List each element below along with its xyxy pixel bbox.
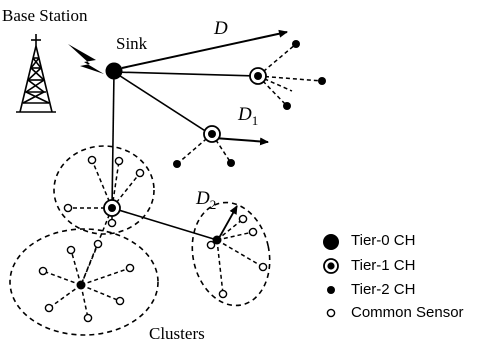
common-sensor: [83, 313, 93, 323]
distance-arrow-d1: [213, 137, 269, 146]
member-links: [42, 43, 323, 319]
sink-links: [111, 71, 259, 241]
distance-label-d1: D1: [238, 104, 258, 129]
tier2-ch: [76, 280, 86, 290]
common-sensor: [125, 263, 135, 273]
common-sensor: [238, 214, 248, 224]
distance-arrow-d: [121, 29, 288, 69]
common-sensor: [135, 168, 145, 178]
common-sensors: [38, 155, 268, 323]
legend-tier1-symbol: [323, 258, 339, 274]
common-sensor: [114, 156, 124, 166]
distance-arrow-d2: [218, 205, 238, 239]
cluster-boundaries: [9, 145, 271, 336]
legend-common-label: Common Sensor: [351, 304, 464, 321]
tier2-ch: [227, 159, 235, 167]
common-sensor: [206, 240, 216, 250]
common-sensor: [115, 296, 125, 306]
distance-label-d2: D2: [196, 188, 216, 213]
common-sensor: [248, 227, 258, 237]
cluster-boundary-right: [191, 201, 271, 307]
tier2-ch: [292, 40, 300, 48]
distance-label-d1-base: D: [238, 104, 252, 125]
legend-tier2-label: Tier-2 CH: [351, 281, 416, 298]
cluster-boundary-bottom-left: [9, 228, 159, 336]
wireless-link-icon: [68, 44, 104, 74]
legend-common-symbol: [326, 308, 336, 318]
legend-tier0-symbol: [323, 234, 339, 250]
common-sensor: [44, 303, 54, 313]
common-sensor: [218, 289, 228, 299]
distance-label-d-text: D: [214, 18, 228, 39]
tier1-ch: [249, 67, 267, 85]
distance-label-d2-base: D: [196, 188, 210, 209]
base-station-tower-icon: [16, 34, 56, 113]
common-sensor: [93, 239, 103, 249]
tier2-ch: [318, 77, 326, 85]
common-sensor: [38, 266, 48, 276]
tier2-cluster-heads: [76, 40, 326, 290]
base-station-label: Base Station: [2, 6, 88, 25]
common-sensor: [107, 218, 117, 228]
legend-tier0-label: Tier-0 CH: [351, 232, 416, 249]
clusters-label: Clusters: [149, 324, 205, 343]
distance-label-d: D: [214, 18, 228, 40]
legend-tier2-symbol: [327, 286, 335, 294]
tier1-ch: [203, 125, 221, 143]
common-sensor: [66, 245, 76, 255]
tier1-cluster-heads: [103, 67, 267, 217]
legend: [323, 234, 339, 318]
tier2-ch: [173, 160, 181, 168]
tier2-ch: [283, 102, 291, 110]
cluster-boundary-top: [53, 145, 155, 235]
sink-tier0-ch: [105, 62, 123, 80]
common-sensor: [63, 203, 73, 213]
common-sensor: [258, 262, 268, 272]
common-sensor: [87, 155, 97, 165]
distance-label-d2-sub: 2: [209, 196, 217, 212]
distance-label-d1-sub: 1: [251, 112, 259, 128]
tier1-ch: [103, 199, 121, 217]
sink-label: Sink: [116, 34, 148, 53]
legend-tier1-label: Tier-1 CH: [351, 257, 416, 274]
tier2-ch: [212, 235, 222, 245]
